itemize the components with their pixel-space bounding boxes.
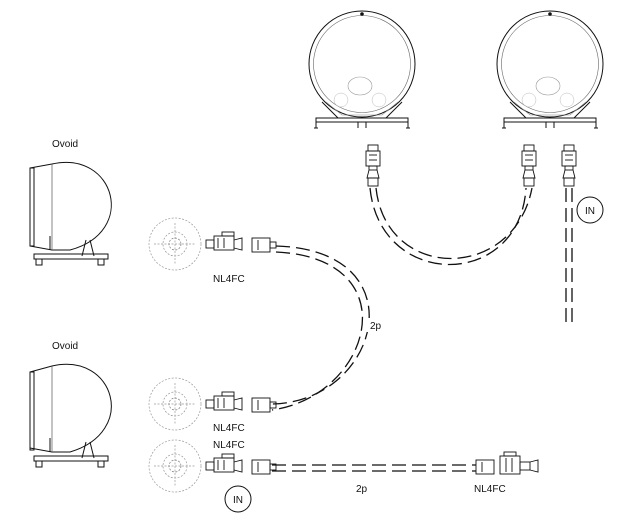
cable-2p-curve-a	[271, 245, 370, 405]
connector-panel-2	[148, 377, 202, 431]
ovoid-label-top: Ovoid	[52, 139, 78, 150]
ovoid-speaker-top	[29, 161, 112, 266]
connector-panel-3	[148, 439, 202, 493]
cable-sub-link-b	[375, 187, 533, 260]
in-badge-right	[576, 196, 604, 224]
ovoid-label-bottom: Ovoid	[52, 341, 78, 352]
nl4fc-label-1: NL4FC	[213, 274, 245, 285]
plug-sub-right-a	[521, 144, 537, 187]
nl4fc-label-2: NL4FC	[213, 423, 245, 434]
plug-sub-left	[365, 144, 381, 187]
label-2p-backing	[366, 318, 388, 332]
subwoofer-left	[308, 10, 416, 129]
ovoid-speaker-bottom	[29, 363, 112, 468]
nl4fc-label-3: NL4FC	[213, 440, 245, 451]
plug-pair-row1	[205, 231, 277, 253]
plug-pair-row2	[205, 391, 277, 413]
in-label-bottom: IN	[233, 495, 243, 506]
plug-pair-row3	[205, 453, 277, 475]
cable-2p-curve-b	[271, 251, 364, 411]
cable-2p-label-1: 2p	[370, 321, 382, 332]
cable-2p-label-2: 2p	[356, 484, 368, 495]
plug-sub-right-b	[561, 144, 577, 187]
subwoofer-right	[496, 10, 604, 129]
in-badge-bottom	[224, 485, 252, 513]
in-label-right: IN	[585, 206, 595, 217]
nl4fc-label-4: NL4FC	[474, 484, 506, 495]
cable-sub-link-a	[369, 187, 527, 265]
connector-panel-1	[148, 217, 202, 271]
plug-pair-end	[475, 451, 539, 475]
